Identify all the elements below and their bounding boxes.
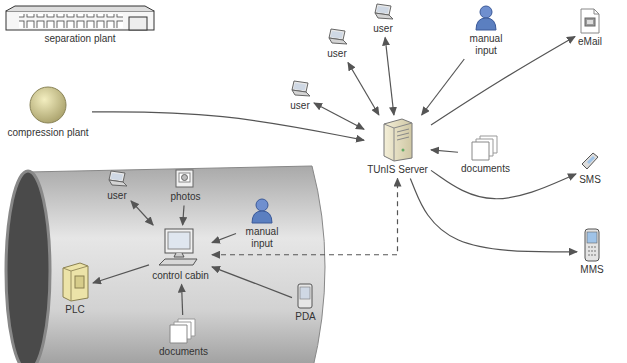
email-icon bbox=[581, 9, 599, 33]
icon-node: user bbox=[289, 80, 311, 112]
person-icon bbox=[476, 6, 496, 30]
connector bbox=[422, 59, 465, 115]
icon-label: documents bbox=[159, 346, 208, 358]
icon-node: PDA bbox=[295, 283, 316, 323]
connector bbox=[182, 285, 183, 316]
icon-node: documents bbox=[461, 135, 510, 175]
icon-label: manual input bbox=[463, 33, 509, 56]
icon-label: manual input bbox=[239, 226, 285, 249]
icon-node: user bbox=[372, 3, 394, 35]
icon-node: manual input bbox=[239, 198, 285, 249]
icon-label: PLC bbox=[60, 304, 90, 316]
icon-label: user bbox=[326, 48, 348, 60]
connector bbox=[93, 265, 149, 283]
connector bbox=[131, 201, 153, 225]
compression-plant-icon bbox=[30, 87, 66, 123]
icon-node: eMail bbox=[578, 8, 602, 48]
sms-phone-icon bbox=[582, 153, 598, 169]
icon-node: compression plant bbox=[7, 85, 89, 139]
connector bbox=[92, 112, 364, 140]
tunnel-portal bbox=[6, 171, 50, 363]
icon-label: separation plant bbox=[5, 33, 155, 45]
icon-node: separation plant bbox=[5, 5, 155, 45]
plc-icon bbox=[63, 263, 88, 301]
icon-node: PLC bbox=[60, 262, 90, 316]
server-icon bbox=[384, 119, 412, 161]
icon-node: MMS bbox=[580, 228, 604, 276]
connector bbox=[183, 206, 184, 226]
icon-label: MMS bbox=[580, 264, 604, 276]
connector bbox=[385, 38, 394, 116]
icon-label: user bbox=[289, 100, 311, 112]
icon-node: user bbox=[326, 28, 348, 60]
laptop-icon bbox=[109, 171, 127, 186]
icon-label: control cabin bbox=[152, 270, 209, 282]
documents-icon bbox=[170, 319, 195, 343]
mms-phone-icon bbox=[585, 229, 599, 261]
icon-label: user bbox=[106, 190, 128, 202]
icon-node: SMS bbox=[579, 150, 601, 186]
icon-node: manual input bbox=[463, 5, 509, 56]
connector bbox=[314, 103, 364, 129]
separation-plant-icon bbox=[6, 6, 154, 30]
icon-node: photos bbox=[170, 167, 201, 203]
icon-node: documents bbox=[159, 318, 208, 358]
photos-icon bbox=[176, 170, 193, 187]
icon-label: photos bbox=[170, 191, 201, 203]
icon-node: user bbox=[106, 170, 128, 202]
laptop-icon bbox=[375, 4, 393, 19]
icon-label: TUnIS Server bbox=[367, 164, 428, 176]
icon-label: eMail bbox=[578, 36, 602, 48]
connector bbox=[431, 170, 576, 198]
laptop-icon bbox=[329, 29, 347, 44]
icon-node: control cabin bbox=[152, 228, 209, 282]
icon-label: user bbox=[372, 23, 394, 35]
icon-node: TUnIS Server bbox=[367, 118, 428, 176]
icon-label: PDA bbox=[295, 311, 316, 323]
connector bbox=[348, 63, 379, 116]
icon-label: SMS bbox=[579, 174, 601, 186]
connector bbox=[212, 179, 398, 255]
pda-icon bbox=[298, 284, 312, 308]
laptop-icon bbox=[292, 81, 310, 96]
connector bbox=[431, 36, 575, 124]
person-icon bbox=[252, 199, 272, 223]
control-cabin-icon bbox=[159, 229, 197, 265]
documents-icon bbox=[472, 136, 497, 160]
icon-label: compression plant bbox=[7, 127, 89, 139]
connector bbox=[212, 267, 292, 298]
connector bbox=[212, 233, 236, 242]
connector bbox=[410, 179, 577, 252]
connector bbox=[431, 150, 458, 152]
icon-label: documents bbox=[461, 163, 510, 175]
tunnel-body bbox=[28, 166, 325, 363]
